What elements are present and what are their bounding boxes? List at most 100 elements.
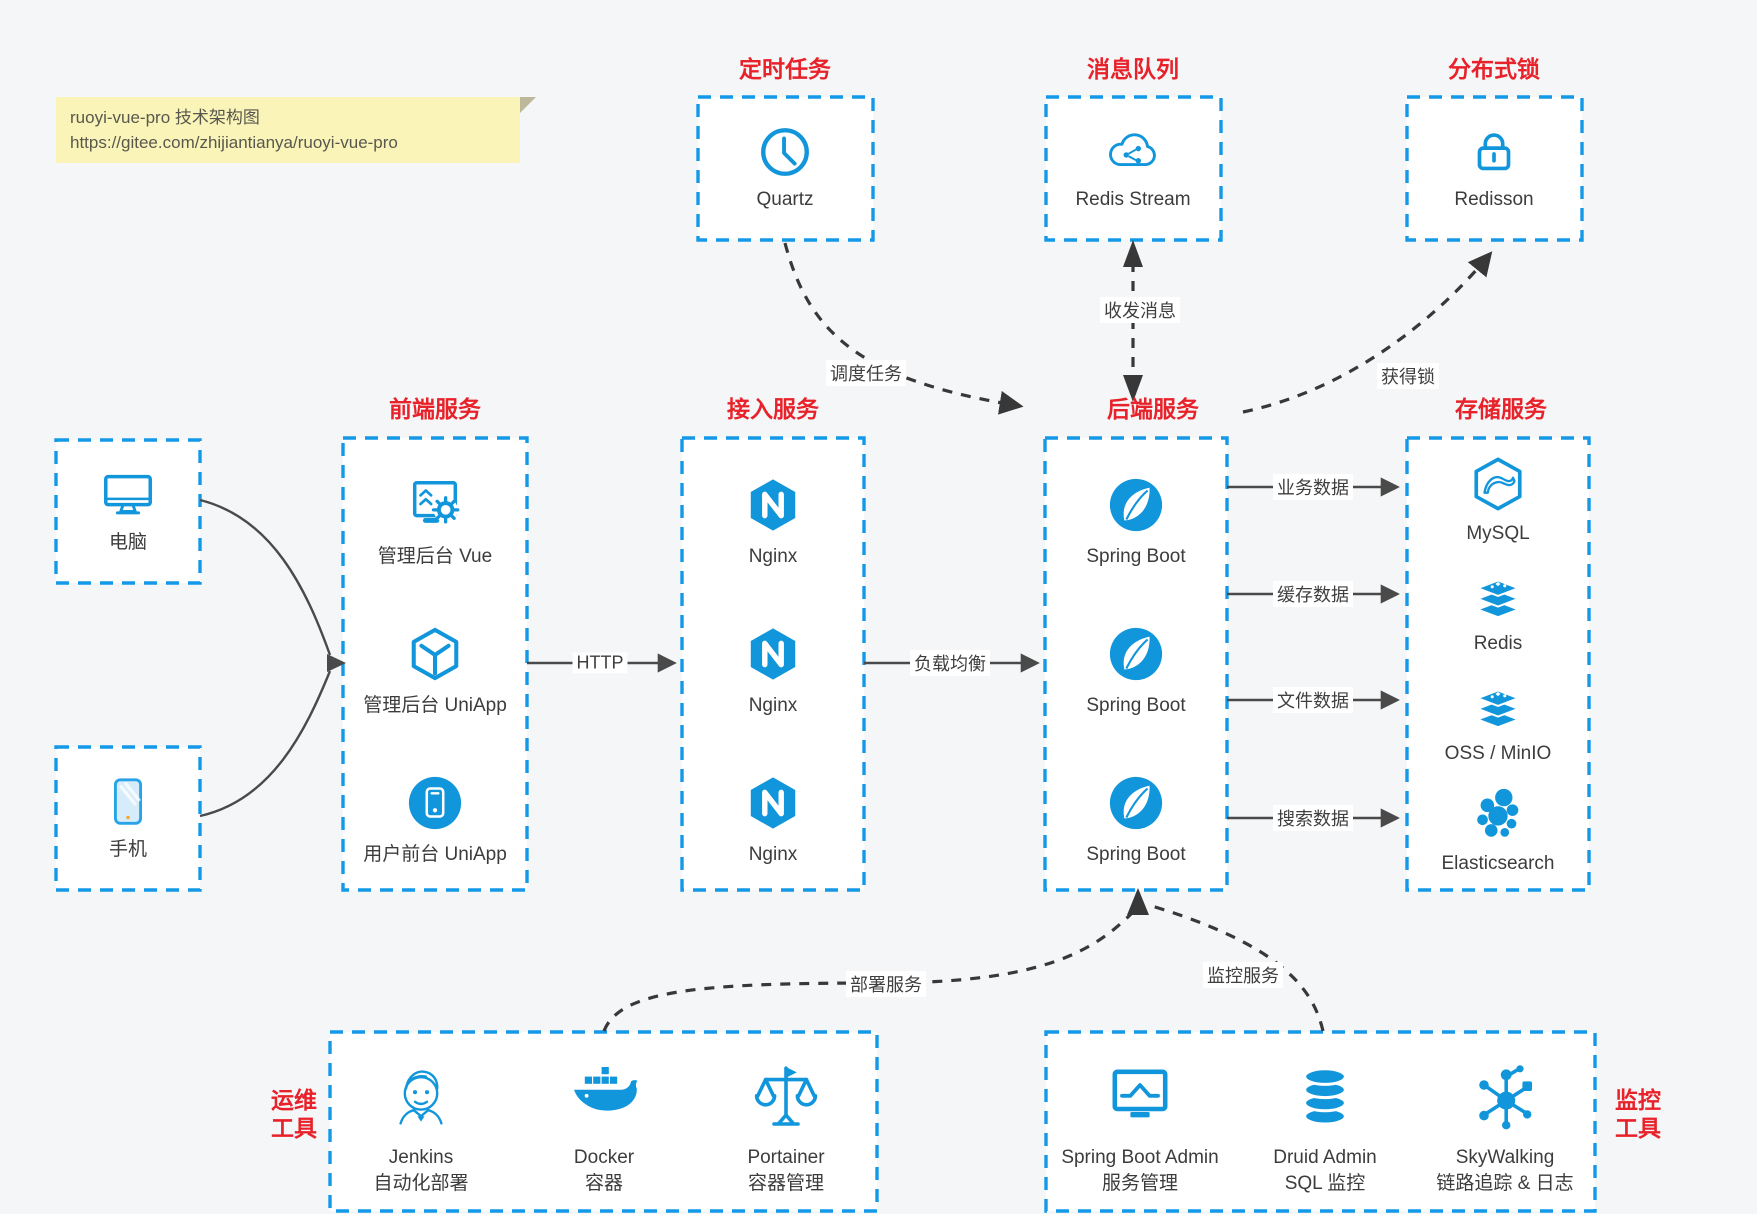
smartphone-icon [99,773,157,831]
clock-icon [756,123,814,181]
mysql-icon [1469,455,1527,513]
arrowhead-backend-bottom [1127,888,1149,915]
node-redis-stream: Redis Stream [1043,123,1223,211]
edge-pc-to-frontend [199,498,332,656]
sticky-note: ruoyi-vue-pro 技术架构图 https://gitee.com/zh… [56,97,536,163]
title-message-queue: 消息队列 [1087,56,1179,82]
edge-acquire-lock [1242,251,1493,414]
title-monitor-tools: 监控 工具 [1615,1087,1661,1141]
node-druid-admin: Druid Admin SQL 监控 [1235,1061,1415,1197]
nginx-icon [744,476,802,534]
edge-label-load-balance: 负载均衡 [910,650,990,676]
node-springboot-2: Spring Boot [1046,625,1226,717]
ops-tools-box [328,1030,879,1213]
node-admin-uniapp: 管理后台 UniApp [345,625,525,717]
edge-label-monitor-service: 监控服务 [1203,962,1283,988]
node-label: Nginx [748,546,798,567]
title-ops-tools: 运维 工具 [271,1087,317,1141]
phone-circle-icon [406,774,464,832]
title-scheduled-job: 定时任务 [739,56,831,82]
node-redisson: Redisson [1404,123,1584,211]
edge-label-deploy-service: 部署服务 [846,971,926,997]
nginx-icon [744,774,802,832]
node-label: SkyWalking 链路追踪 & 日志 [1436,1147,1574,1194]
node-nginx-2: Nginx [683,625,863,717]
edge-label-send-receive-message: 收发消息 [1100,297,1180,323]
jenkins-icon [385,1061,457,1133]
node-label: Nginx [748,844,798,865]
edge-label-file-data: 文件数据 [1273,687,1353,713]
node-docker: Docker 容器 [514,1061,694,1197]
node-label: Spring Boot [1086,695,1186,716]
edge-label-search-data: 搜索数据 [1273,805,1353,831]
node-label: Redis Stream [1075,189,1191,210]
node-spring-boot-admin: Spring Boot Admin 服务管理 [1050,1061,1230,1197]
chart-monitor-icon [1104,1061,1176,1133]
edge-label-acquire-lock: 获得锁 [1377,363,1439,389]
node-nginx-1: Nginx [683,476,863,568]
edge-schedule-task [783,242,1024,415]
node-elasticsearch: Elasticsearch [1408,785,1588,875]
docker-icon [568,1061,640,1133]
edge-label-biz-data: 业务数据 [1273,474,1353,500]
lock-icon [1465,123,1523,181]
arrowhead-frontend [327,654,346,672]
title-storage: 存储服务 [1455,396,1547,422]
node-springboot-1: Spring Boot [1046,476,1226,568]
node-label: 管理后台 UniApp [363,695,507,716]
node-label: Redisson [1454,189,1534,210]
node-label: 管理后台 Vue [377,546,493,567]
node-phone: 手机 [38,773,218,861]
node-label: OSS / MinIO [1444,743,1552,764]
node-label: Quartz [756,189,814,210]
node-label: Spring Boot Admin 服务管理 [1061,1147,1219,1194]
node-label: 手机 [108,839,147,860]
node-oss-minio: OSS / MinIO [1408,675,1588,765]
node-jenkins: Jenkins 自动化部署 [331,1061,511,1197]
spring-boot-icon [1107,774,1165,832]
node-springboot-3: Spring Boot [1046,774,1226,866]
nginx-icon [744,625,802,683]
node-label: Redis [1473,633,1523,654]
node-pc: 电脑 [38,466,218,554]
note-title: ruoyi-vue-pro 技术架构图 [70,108,260,127]
node-label: Docker 容器 [573,1147,635,1194]
node-redis: Redis [1408,565,1588,655]
quartz-box [696,95,875,242]
edge-label-http: HTTP [572,652,628,674]
title-access: 接入服务 [727,396,819,422]
spring-boot-icon [1107,476,1165,534]
cloud-share-icon [1104,123,1162,181]
note-url: https://gitee.com/zhijiantianya/ruoyi-vu… [70,133,398,152]
node-portainer: Portainer 容器管理 [696,1061,876,1197]
arrowhead-message-down [1123,375,1143,402]
title-frontend: 前端服务 [389,396,481,422]
title-backend: 后端服务 [1107,396,1199,422]
node-label: 电脑 [108,532,147,553]
arrowhead-message-up [1123,240,1143,267]
storage-stack-icon [1469,675,1527,733]
node-label: Spring Boot [1086,546,1186,567]
cube-icon [406,625,464,683]
node-label: Jenkins 自动化部署 [373,1147,469,1194]
node-label: Spring Boot [1086,844,1186,865]
node-label: 用户前台 UniApp [363,844,507,865]
arrow-heads [327,240,1149,915]
elasticsearch-icon [1469,785,1527,843]
node-user-uniapp: 用户前台 UniApp [345,774,525,866]
edge-label-cache-data: 缓存数据 [1273,581,1353,607]
monitor-icon [99,466,157,524]
redis-stack-icon [1469,565,1527,623]
node-nginx-3: Nginx [683,774,863,866]
scales-icon [750,1061,822,1133]
node-label: Nginx [748,695,798,716]
spring-boot-icon [1107,625,1165,683]
message-queue-box [1044,95,1223,242]
edge-phone-to-frontend [199,670,332,818]
node-label: Elasticsearch [1441,853,1555,874]
database-icon [1289,1061,1361,1133]
node-quartz: Quartz [695,123,875,211]
edge-label-schedule-task: 调度任务 [826,360,906,386]
node-label: MySQL [1466,523,1530,544]
